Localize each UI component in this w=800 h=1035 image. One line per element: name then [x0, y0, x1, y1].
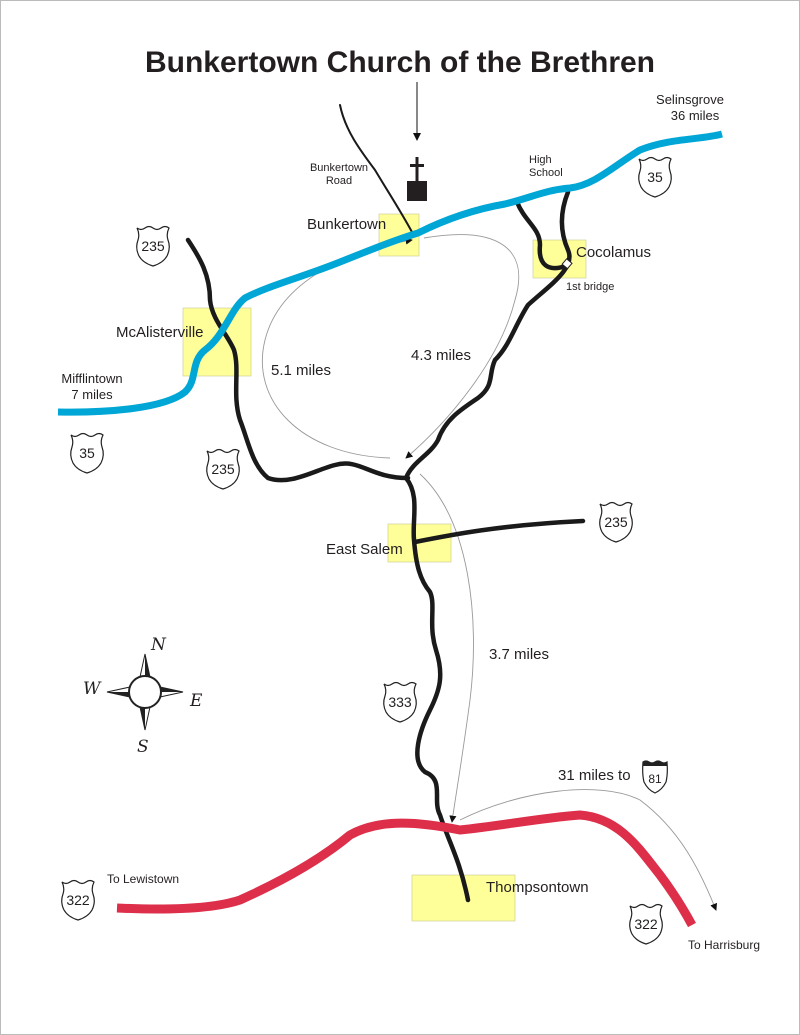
distance-label-3-7: 3.7 miles	[489, 646, 549, 663]
route-235-east	[412, 518, 586, 545]
harrisburg-label: To Harrisburg	[688, 938, 760, 952]
svg-text:235: 235	[141, 238, 165, 254]
bunkertown-road-label-2: Road	[326, 175, 352, 187]
high-school-label-2: School	[529, 167, 563, 179]
svg-text:235: 235	[211, 461, 235, 477]
interstate-81-shield: 81	[642, 760, 668, 794]
distance-label-4-3: 4.3 miles	[411, 347, 471, 364]
distance-label-5-1: 5.1 miles	[271, 362, 331, 379]
town-label-cocolamus: Cocolamus	[576, 244, 651, 261]
town-label-east-salem: East Salem	[326, 541, 403, 558]
route-322	[116, 810, 696, 928]
route-235-shield-nw: 235	[136, 225, 170, 267]
compass-s: S	[137, 737, 149, 757]
town-box-thompsontown	[411, 874, 516, 922]
selinsgrove-distance: 36 miles	[671, 108, 720, 123]
bridge-icon	[561, 258, 573, 270]
lewistown-label: To Lewistown	[107, 872, 179, 886]
church-icon	[407, 157, 427, 201]
mifflintown-distance: 7 miles	[71, 387, 113, 402]
town-label-mcalisterville: McAlisterville	[116, 324, 204, 341]
svg-text:235: 235	[604, 514, 628, 530]
route-322-shield-w: 322	[61, 879, 95, 921]
distance-arrow-5-1	[261, 237, 413, 459]
route-333	[403, 189, 572, 903]
high-school-road	[514, 199, 569, 271]
compass-e: E	[189, 691, 203, 711]
route-235-shield-sw: 235	[206, 448, 240, 490]
town-label-thompsontown: Thompsontown	[486, 879, 589, 896]
mifflintown-label: Mifflintown	[61, 371, 122, 386]
route-333-shield: 333	[383, 681, 417, 723]
bunkertown-road-label-1: Bunkertown	[310, 162, 368, 174]
route-235-north	[185, 237, 411, 483]
svg-text:35: 35	[79, 445, 95, 461]
route-35	[57, 130, 723, 416]
svg-text:322: 322	[66, 892, 90, 908]
bunkertown-road	[339, 104, 413, 233]
town-label-bunkertown: Bunkertown	[307, 216, 386, 233]
first-bridge-label: 1st bridge	[566, 281, 614, 293]
distance-arrow-to-81	[459, 789, 718, 911]
to-81-label: 31 miles to	[558, 767, 631, 784]
selinsgrove-label: Selinsgrove	[656, 92, 724, 107]
distance-arrow-4-3	[405, 234, 520, 459]
svg-text:81: 81	[648, 772, 662, 786]
route-235-shield-e: 235	[599, 501, 633, 543]
map-title: Bunkertown Church of the Brethren	[145, 46, 655, 79]
svg-text:322: 322	[634, 916, 658, 932]
compass-rose: N S E W	[83, 635, 203, 757]
compass-n: N	[150, 635, 167, 655]
svg-text:333: 333	[388, 694, 412, 710]
svg-text:35: 35	[647, 169, 663, 185]
route-35-shield-w: 35	[70, 432, 104, 474]
compass-w: W	[83, 679, 102, 699]
route-322-shield-e: 322	[629, 903, 663, 945]
route-35-shield-ne: 35	[638, 156, 672, 198]
distance-arrow-3-7	[419, 473, 474, 823]
high-school-label-1: High	[529, 154, 552, 166]
